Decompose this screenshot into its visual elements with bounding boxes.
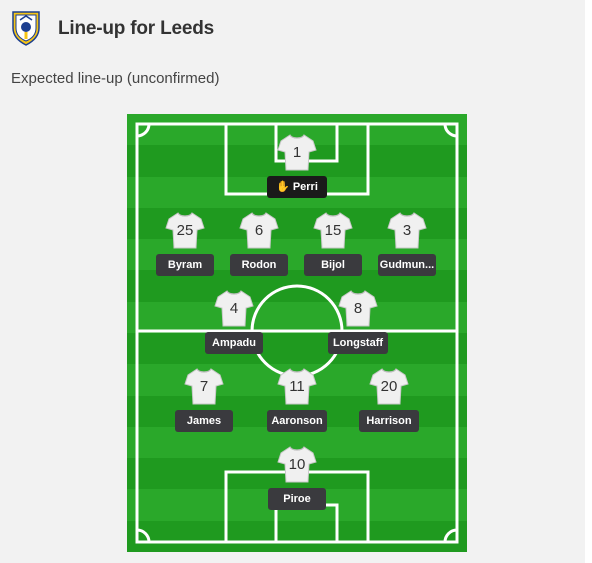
shirt-icon — [277, 132, 317, 172]
shirt-number: 25 — [176, 222, 194, 239]
shirt-icon — [184, 366, 224, 406]
shirt-icon — [214, 288, 254, 328]
shirt-number: 15 — [324, 222, 342, 239]
leeds-crest-icon — [12, 11, 40, 46]
player-name: Longstaff — [332, 337, 384, 349]
shirt-number: 7 — [199, 378, 209, 395]
player-name-label: Ampadu — [205, 332, 263, 354]
player-name: Bijol — [321, 259, 345, 271]
pitch-stripe — [127, 520, 467, 552]
player-name-label: Bijol — [304, 254, 362, 276]
player-name-label: ✋Perri — [267, 176, 327, 198]
player-name: James — [186, 415, 222, 427]
shirt-number: 8 — [353, 300, 363, 317]
shirt-icon — [369, 366, 409, 406]
shirt-icon — [338, 288, 378, 328]
player-name-label: James — [175, 410, 233, 432]
player-goalkeeper[interactable]: 1 ✋Perri — [257, 132, 337, 202]
lineup-header: Line-up for Leeds — [0, 0, 585, 60]
player-name-label: Piroe — [268, 488, 326, 510]
shirt-number: 1 — [292, 144, 302, 161]
player-name: Rodon — [241, 259, 277, 271]
shirt-number: 10 — [288, 456, 306, 473]
player-name: Gudmun... — [379, 259, 435, 271]
shirt-icon — [313, 210, 353, 250]
shirt-number: 6 — [254, 222, 264, 239]
shirt-icon — [165, 210, 205, 250]
shirt-number: 4 — [229, 300, 239, 317]
player-name-label: Aaronson — [267, 410, 327, 432]
player-name-label: Byram — [156, 254, 214, 276]
player-name-label: Rodon — [230, 254, 288, 276]
player-name-label: Longstaff — [328, 332, 388, 354]
pitch-stripe — [127, 301, 467, 334]
shirt-icon — [277, 366, 317, 406]
shirt-number: 3 — [402, 222, 412, 239]
player-name-label: Harrison — [359, 410, 419, 432]
player-name: Harrison — [366, 415, 412, 427]
player-name: Ampadu — [212, 337, 256, 349]
player-name: Perri — [292, 181, 318, 193]
lineup-status-text: Expected line-up (unconfirmed) — [11, 70, 220, 87]
shirt-icon — [239, 210, 279, 250]
shirt-icon — [277, 444, 317, 484]
shirt-number: 20 — [380, 378, 398, 395]
player-name: Piroe — [283, 493, 311, 505]
player-name-label: Gudmun... — [378, 254, 436, 276]
goalkeeper-glove-icon: ✋ — [276, 181, 290, 193]
shirt-number: 11 — [289, 378, 305, 395]
shirt-icon — [387, 210, 427, 250]
page-title: Line-up for Leeds — [58, 18, 214, 39]
pitch-stripe — [127, 333, 467, 366]
player-name: Byram — [167, 259, 203, 271]
player-name: Aaronson — [271, 415, 323, 427]
